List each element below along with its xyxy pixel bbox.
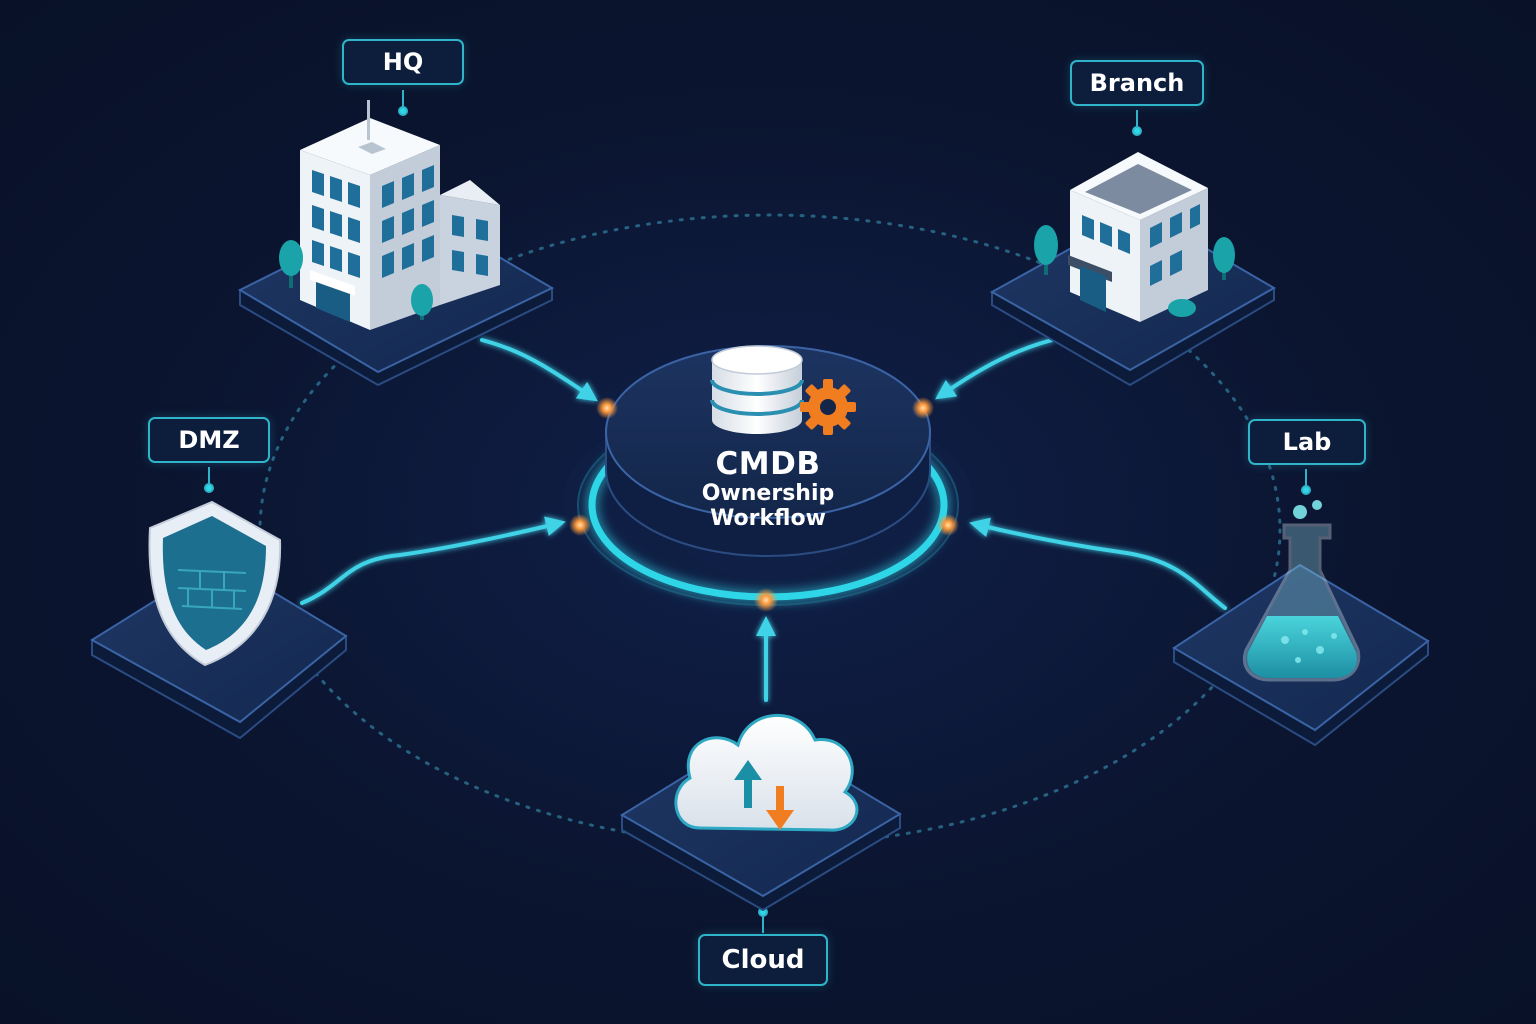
cmdb-hub[interactable] [563, 345, 973, 606]
connectors [300, 338, 1227, 702]
connector-lab [969, 517, 1227, 610]
hub-subtitle-line-2: Workflow [710, 506, 826, 531]
site-node-hq[interactable] [237, 100, 555, 387]
site-node-cloud[interactable] [620, 714, 902, 912]
connector-hq [480, 338, 598, 402]
cloud-sync-icon [674, 714, 859, 832]
connector-dmz [300, 516, 566, 605]
label-dmz: DMZ [148, 417, 270, 463]
shield-firewall-icon [148, 500, 282, 667]
label-cloud: Cloud [698, 934, 828, 986]
hub-title: CMDB [715, 446, 821, 482]
tree-icon [1034, 225, 1235, 317]
database-icon [710, 345, 804, 434]
office-tower-icon [300, 100, 500, 330]
orbit-ring [258, 213, 1282, 847]
site-node-branch[interactable] [989, 152, 1277, 387]
connector-branch [935, 338, 1054, 400]
office-building-icon [1068, 152, 1208, 322]
label-branch: Branch [1070, 60, 1204, 106]
site-node-dmz[interactable] [90, 500, 348, 740]
hub-subtitle-line-1: Ownership [701, 481, 835, 506]
contact-points [569, 397, 959, 612]
label-hq: HQ [342, 39, 464, 85]
gear-icon [800, 379, 856, 435]
label-lab: Lab [1248, 419, 1366, 465]
flask-icon [1243, 500, 1361, 682]
tree-icon [279, 240, 433, 320]
site-node-lab[interactable] [1172, 500, 1430, 747]
